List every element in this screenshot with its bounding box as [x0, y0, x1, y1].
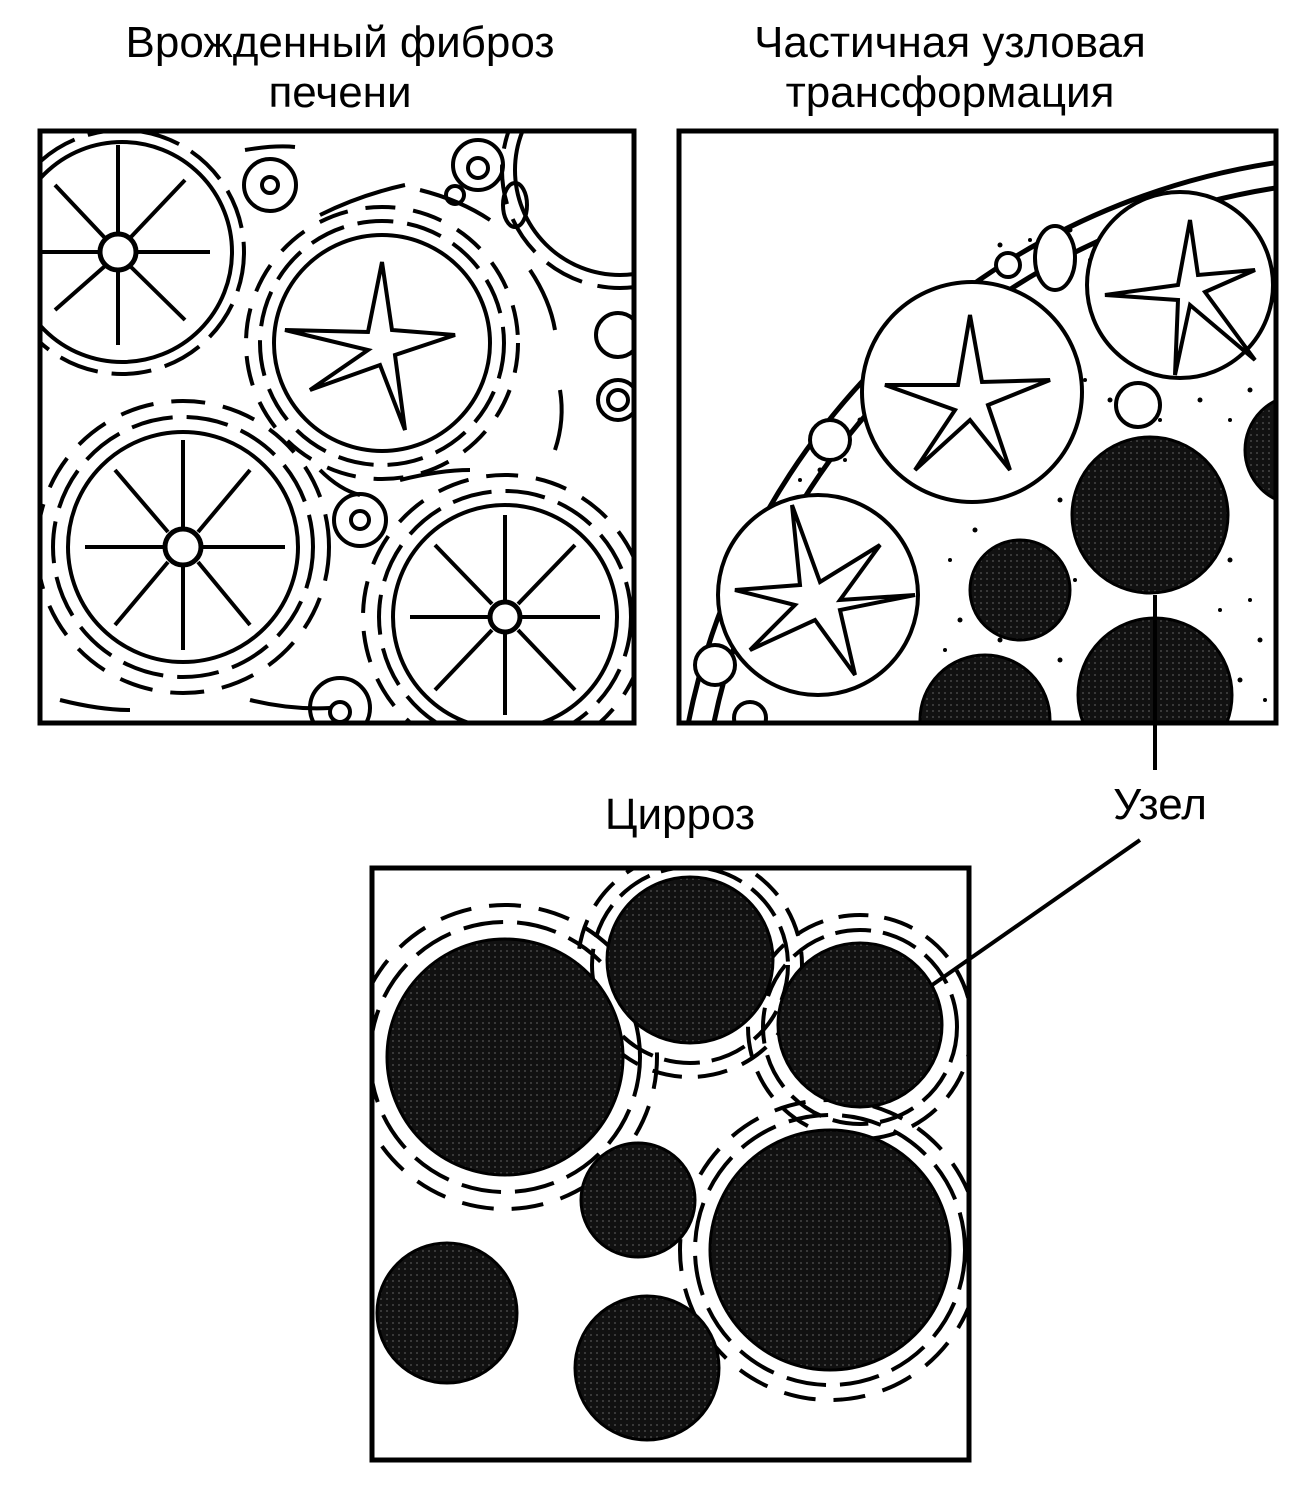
portal-tract-3: [332, 492, 388, 548]
portal-tract-r4: [693, 643, 737, 687]
lobule-edge-top-right: [513, 131, 634, 277]
nodule-b7: [573, 1294, 721, 1442]
nodule-b3: [776, 941, 944, 1109]
portal-tract-r1: [1033, 224, 1077, 292]
lobule-r1: [1085, 190, 1275, 380]
panel-title-congenital-fibrosis-line1: Врожденный фиброз: [125, 18, 555, 67]
nodule-r4: [918, 653, 1052, 723]
portal-tract-5: [594, 311, 634, 422]
panel-title-partial-nodular-line2: трансформация: [785, 68, 1115, 117]
lobule-r3: [716, 493, 920, 697]
node-label: Узел: [1113, 780, 1207, 829]
nodule-b1: [385, 937, 625, 1177]
panel-title-cirrhosis: Цирроз: [604, 790, 756, 839]
panel-title-partial-nodular-line1: Частичная узловая: [754, 18, 1146, 67]
lobule-r2: [860, 280, 1084, 504]
panel-frame-bottom: [369, 865, 972, 1463]
panel-title-partial-nodular-transformation: Частичная узловая трансформация: [690, 18, 1210, 118]
portal-tract-r2: [1114, 381, 1162, 429]
nodule-b2: [605, 875, 775, 1045]
panel-title-congenital-fibrosis-line2: печени: [268, 68, 412, 117]
nodule-b6: [375, 1241, 519, 1385]
panel-frame-left: [37, 128, 637, 726]
lobule-1: [40, 131, 246, 376]
nodule-r2: [968, 538, 1072, 642]
nodule-b5: [708, 1128, 952, 1372]
portal-tract-1: [242, 157, 298, 213]
panel-cirrhosis: [369, 865, 972, 1463]
panel-congenital-fibrosis: [37, 128, 637, 726]
nodule-r5: [1243, 398, 1276, 502]
nodule-b4: [579, 1141, 697, 1259]
fibrous-strands: [59, 144, 564, 712]
panel-frame-right: [676, 128, 1279, 726]
lobule-4: [361, 473, 634, 723]
panel-title-congenital-fibrosis: Врожденный фиброз печени: [40, 18, 640, 118]
nodules-cirrhosis: [375, 875, 952, 1442]
lobule-2: [244, 205, 520, 481]
node-leader-line-bottom: [923, 838, 1142, 992]
portal-tract-r3: [808, 418, 852, 462]
nodule-r1: [1070, 435, 1230, 595]
portal-tract-2: [444, 138, 529, 229]
lobule-3: [40, 399, 331, 695]
